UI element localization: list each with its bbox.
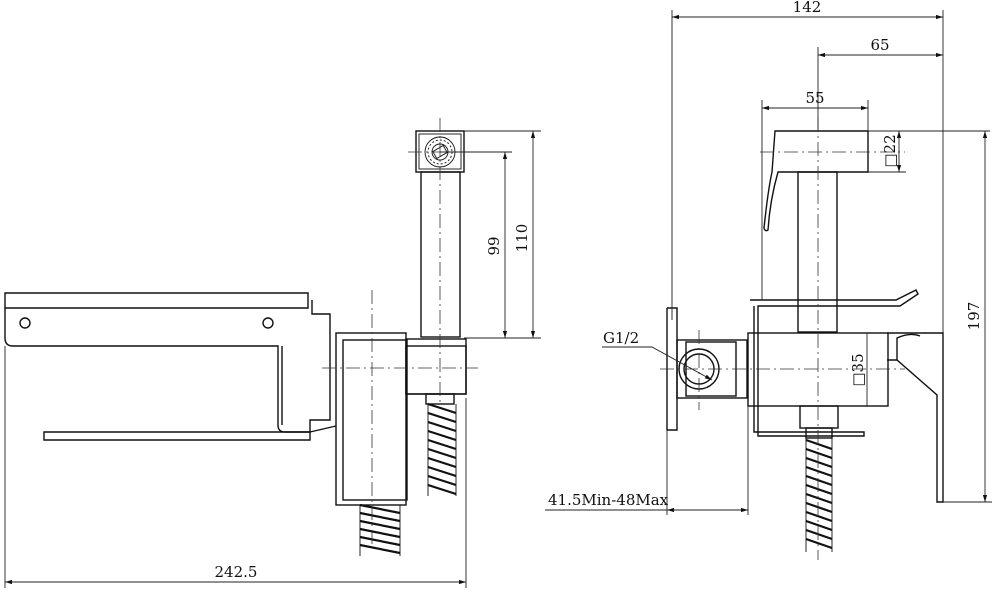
- dim-35-label: □35: [849, 353, 867, 386]
- dim-110-label: 110: [513, 224, 531, 253]
- lower-tray: [43, 431, 311, 441]
- valve-cube: [747, 332, 944, 503]
- spray-handle: [420, 171, 461, 338]
- dim-197-label: 197: [965, 302, 983, 331]
- holder-bracket-side: [750, 289, 919, 437]
- front-view: 110 99 242.5: [4, 118, 541, 588]
- thread-label: G1/2: [603, 329, 639, 347]
- dim-55-label: 55: [805, 89, 824, 107]
- dim-65-label: 65: [870, 36, 889, 54]
- holder-bracket: [4, 292, 331, 433]
- hose-left: [359, 402, 457, 556]
- dim-99-label: 99: [485, 236, 503, 255]
- wall-range-label: 41.5Min-48Max: [548, 491, 669, 509]
- dim-142-label: 142: [793, 0, 822, 16]
- hose-right: [805, 438, 833, 552]
- spray-handle-side: [763, 130, 869, 333]
- dim-22-label: □22: [881, 134, 899, 167]
- dim-242-5-label: 242.5: [215, 563, 258, 581]
- side-view: 142 65 55 □22 □35 197 G1/2 41.5Min-48Max: [545, 0, 992, 560]
